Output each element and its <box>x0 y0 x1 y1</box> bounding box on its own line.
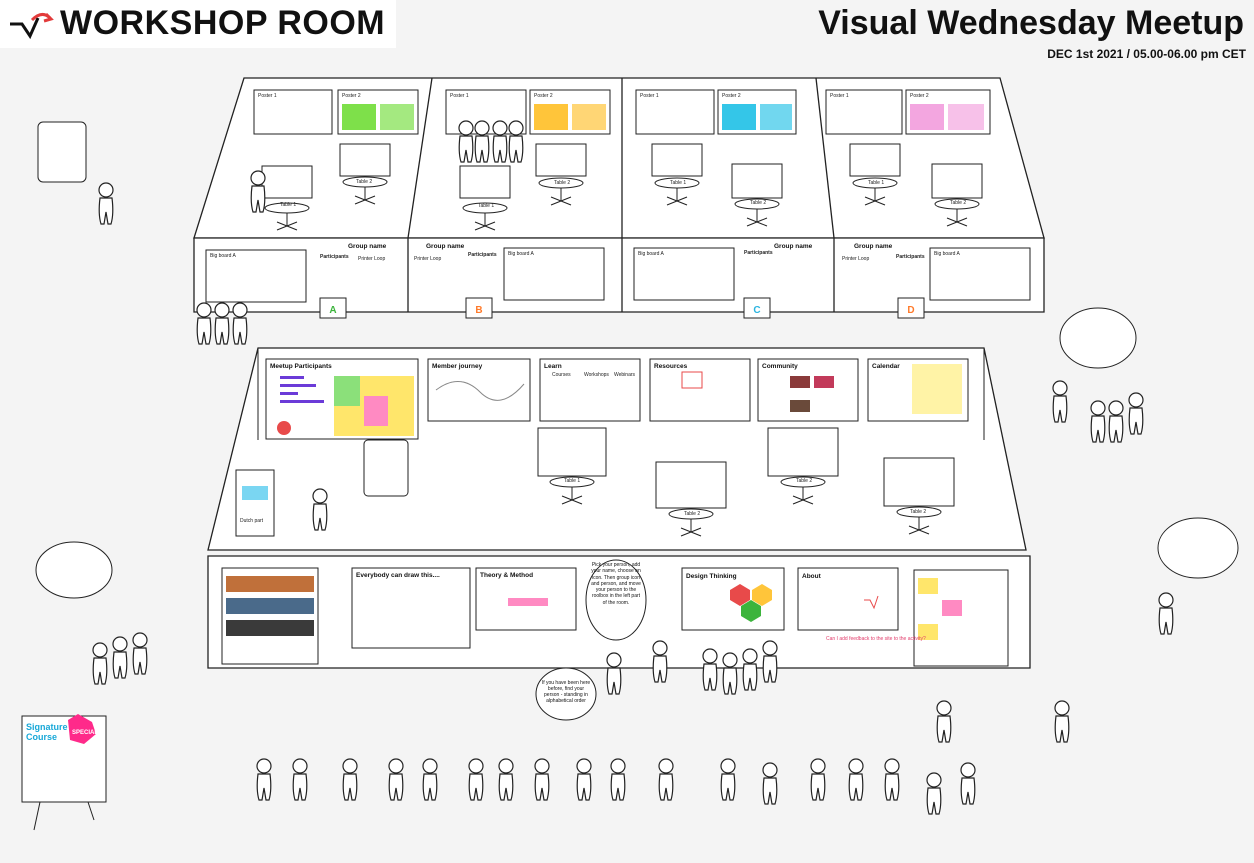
instruction-bubble: Pick your person, add your name, choose … <box>585 559 647 641</box>
thought-bubble-right <box>1157 517 1239 579</box>
svg-text:Signature: Signature <box>26 722 68 732</box>
room-b-letter: B <box>475 305 482 316</box>
svg-text:Courses: Courses <box>552 372 571 378</box>
speech-bubble-left <box>37 121 87 183</box>
thought-bubble-left <box>35 541 113 599</box>
room-d-poster2: Poster 2 <box>910 93 929 99</box>
sticky-board[interactable] <box>913 569 1009 667</box>
svg-text:Table 2: Table 2 <box>684 511 700 517</box>
room-d-participants: Participants <box>896 254 925 260</box>
svg-text:Webinars: Webinars <box>614 372 636 378</box>
room-d-table2: Table 2 <box>950 200 966 206</box>
speech-bubble-right <box>1059 307 1137 369</box>
board-about[interactable]: About <box>797 567 899 631</box>
svg-text:SPECIAL: SPECIAL <box>72 730 98 736</box>
board-meetup-participants[interactable]: Meetup Participants <box>265 358 419 440</box>
svg-text:Community: Community <box>762 363 798 370</box>
room-a-table1: Table 1 <box>280 202 296 208</box>
svg-text:Member journey: Member journey <box>432 363 483 370</box>
room-b-poster2: Poster 2 <box>534 93 553 99</box>
room-c[interactable]: Poster 1 Poster 2 Table 1 Table 2 Group … <box>633 89 813 319</box>
logo-text: WORKSHOP ROOM <box>60 4 386 42</box>
room-c-group-name: Group name <box>774 243 813 250</box>
room-d-printer: Printer Loop <box>842 256 869 262</box>
signature-course-poster[interactable]: SPECIAL Signature Course <box>21 714 107 831</box>
room-b-table2: Table 2 <box>554 180 570 186</box>
room-c-table1: Table 1 <box>670 180 686 186</box>
speech-bubble-empty <box>363 439 409 497</box>
room-c-big-board: Big board A <box>638 251 665 257</box>
room-c-letter: C <box>753 305 760 316</box>
bookshelf[interactable] <box>221 567 319 665</box>
event-date: DEC 1st 2021 / 05.00-06.00 pm CET <box>1047 47 1246 61</box>
svg-text:Meetup Participants: Meetup Participants <box>270 363 332 370</box>
room-b-table1: Table 1 <box>478 203 494 209</box>
room-a-poster1: Poster 1 <box>258 93 277 99</box>
svg-text:Table 2: Table 2 <box>796 478 812 484</box>
board-member-journey[interactable]: Member journey <box>427 358 531 422</box>
board-theory-method[interactable]: Theory & Method <box>475 567 577 631</box>
room-b[interactable]: Poster 1 Poster 2 Table 1 Table 2 Group … <box>414 89 611 319</box>
board-community[interactable]: Community <box>757 358 859 422</box>
room-c-poster1: Poster 1 <box>640 93 659 99</box>
feedback-note: Can I add feedback to the site to the ac… <box>826 636 926 642</box>
room-d[interactable]: Poster 1 Poster 2 Table 1 Table 2 Group … <box>825 89 1031 319</box>
svg-text:Calendar: Calendar <box>872 363 900 370</box>
room-a-table2: Table 2 <box>356 179 372 185</box>
event-title: Visual Wednesday Meetup <box>818 4 1244 42</box>
room-b-big-board: Big board A <box>508 251 535 257</box>
room-b-group-name: Group name <box>426 243 465 250</box>
returning-bubble: If you have been here before, find your … <box>535 667 597 721</box>
logo-area <box>0 0 396 48</box>
svg-text:Resources: Resources <box>654 363 688 370</box>
svg-text:Table 1: Table 1 <box>564 478 580 484</box>
svg-text:Course: Course <box>26 732 57 742</box>
room-d-poster1: Poster 1 <box>830 93 849 99</box>
board-calendar[interactable]: Calendar <box>867 358 969 422</box>
room-a-letter: A <box>329 305 336 316</box>
svg-text:Table 2: Table 2 <box>910 509 926 515</box>
room-d-group-name: Group name <box>854 243 893 250</box>
room-d-big-board: Big board A <box>934 251 961 257</box>
board-design-thinking[interactable]: Design Thinking <box>681 567 785 631</box>
room-a[interactable]: Poster 1 Poster 2 Table 1 Table 2 Group … <box>205 89 419 319</box>
svg-text:Learn: Learn <box>544 363 562 370</box>
board-learn[interactable]: Learn Courses Workshops Webinars <box>539 358 641 422</box>
side-board-dutch[interactable]: Dutch part <box>235 469 275 537</box>
room-a-printer: Printer Loop <box>358 256 385 262</box>
room-d-table1: Table 1 <box>868 180 884 186</box>
room-a-participants: Participants <box>320 254 349 260</box>
middle-tables: Table 1 Table 2 Table 2 Table 2 <box>537 427 955 537</box>
room-c-participants: Participants <box>744 250 773 256</box>
room-c-poster2: Poster 2 <box>722 93 741 99</box>
svg-text:Theory & Method: Theory & Method <box>480 572 533 579</box>
board-everybody-can-draw[interactable]: Everybody can draw this.... <box>351 567 471 649</box>
room-a-poster2: Poster 2 <box>342 93 361 99</box>
svg-text:Everybody can draw this....: Everybody can draw this.... <box>356 572 440 579</box>
room-b-printer: Printer Loop <box>414 256 441 262</box>
room-b-poster1: Poster 1 <box>450 93 469 99</box>
room-a-group-name: Group name <box>348 243 387 250</box>
room-b-participants: Participants <box>468 252 497 258</box>
svg-text:Dutch part: Dutch part <box>240 518 264 524</box>
svg-text:Design Thinking: Design Thinking <box>686 573 737 580</box>
board-resources[interactable]: Resources <box>649 358 751 422</box>
svg-text:About: About <box>802 573 822 580</box>
svg-text:Workshops: Workshops <box>584 372 609 378</box>
logo-icon <box>10 12 54 40</box>
room-a-big-board: Big board A <box>210 253 237 259</box>
room-c-table2: Table 2 <box>750 200 766 206</box>
room-d-letter: D <box>907 305 914 316</box>
